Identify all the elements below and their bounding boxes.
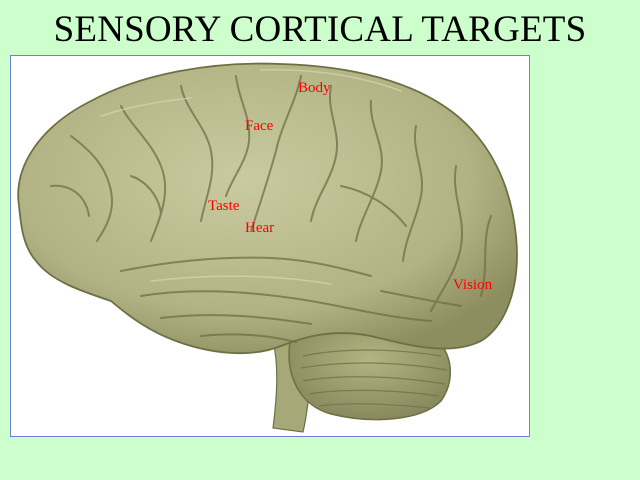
label-vision: Vision — [453, 277, 493, 293]
label-face: Face — [245, 118, 274, 134]
brain-figure: Body Face Taste Hear Vision — [10, 55, 530, 437]
cerebrum — [17, 62, 518, 355]
label-hear: Hear — [245, 220, 275, 236]
brain-image — [17, 62, 518, 433]
label-body: Body — [298, 80, 331, 96]
slide-title: SENSORY CORTICAL TARGETS — [53, 9, 587, 50]
label-taste: Taste — [208, 198, 240, 214]
